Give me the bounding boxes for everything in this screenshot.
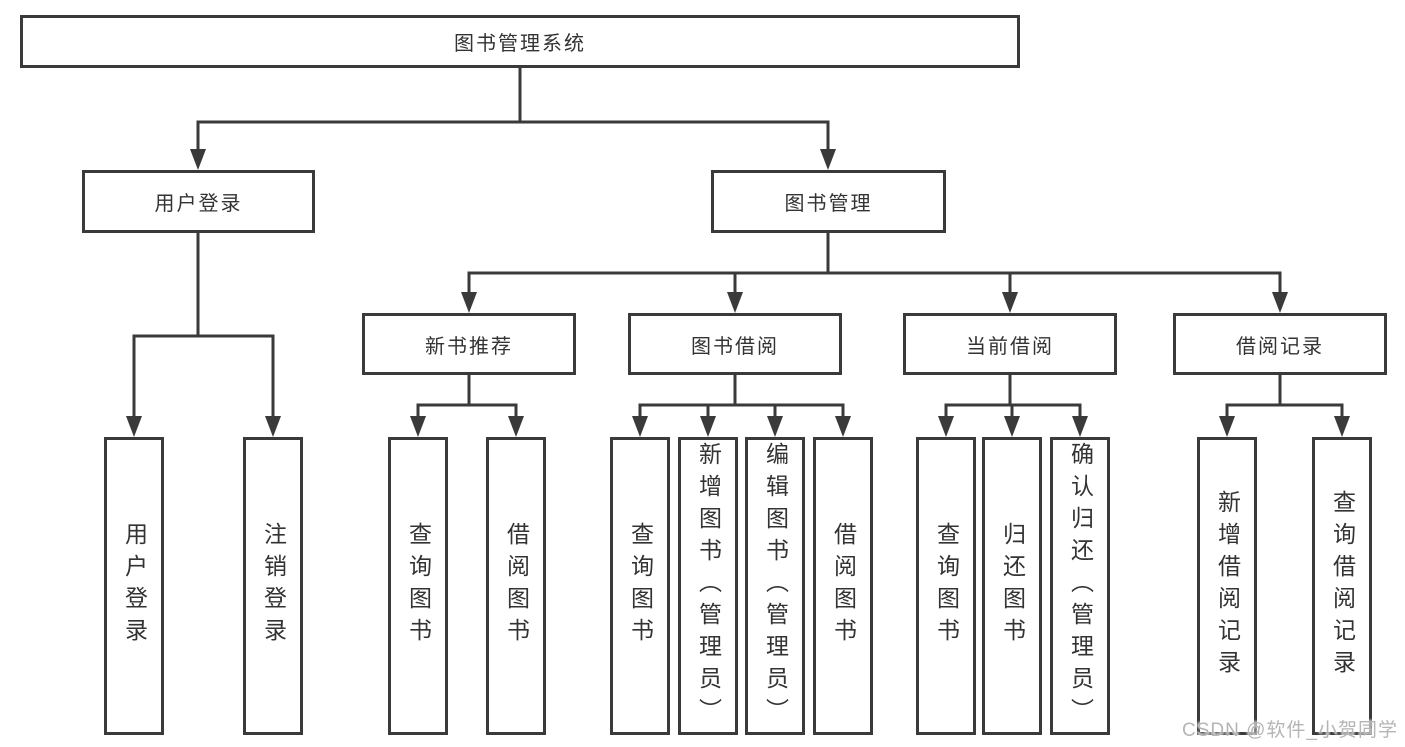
leaf-edit-book-admin-label: 编辑图书（管理员） [762,442,789,730]
leaf-query-borrow-record: 查询借阅记录 [1312,437,1372,735]
connector-root [196,66,830,152]
arrowhead-icon [508,416,524,437]
leaf-add-book-admin-label: 新增图书（管理员） [695,442,722,730]
leaf-logout: 注销登录 [243,437,303,735]
arrowhead-icon [835,416,851,437]
arrowhead-icon [461,292,477,313]
arrowhead-icon [727,292,743,313]
node-new-book-recommend-label: 新书推荐 [425,335,513,358]
leaf-newbooks-query-books-label: 查询图书 [405,522,432,650]
leaf-return-books-label: 归还图书 [999,522,1026,650]
connector-book-borrow [638,373,845,419]
leaf-logout-label: 注销登录 [260,522,287,650]
leaf-borrow-books: 借阅图书 [813,437,873,735]
arrowhead-icon [700,416,716,437]
node-current-borrow: 当前借阅 [903,313,1117,375]
arrowhead-icon [265,416,281,437]
arrowhead-icon [190,149,206,170]
leaf-newbooks-borrow-books-label: 借阅图书 [503,522,530,650]
node-book-management-label: 图书管理 [784,193,873,215]
arrowhead-icon [1272,292,1288,313]
arrowhead-icon [1334,416,1350,437]
leaf-current-query-books: 查询图书 [916,437,976,735]
arrowhead-icon [1002,292,1018,313]
arrowhead-icon [938,416,954,437]
node-book-management: 图书管理 [711,170,946,233]
arrowhead-icon [632,416,648,437]
arrowhead-icon [1004,416,1020,437]
leaf-return-books: 归还图书 [982,437,1042,735]
leaf-add-book-admin: 新增图书（管理员） [678,437,738,735]
node-user-login-label: 用户登录 [154,193,243,215]
node-current-borrow-label: 当前借阅 [966,335,1054,358]
leaf-borrow-query-books: 查询图书 [610,437,670,735]
leaf-newbooks-borrow-books: 借阅图书 [486,437,546,735]
node-borrow-records-label: 借阅记录 [1236,335,1324,358]
connector-new-books [416,373,518,419]
leaf-add-borrow-record: 新增借阅记录 [1197,437,1257,735]
arrowhead-icon [1072,416,1088,437]
leaf-confirm-return-admin-label: 确认归还（管理员） [1067,442,1094,730]
connector-book-mgmt [467,231,1282,296]
arrowhead-icon [1219,416,1235,437]
arrowhead-icon [126,416,142,437]
connector-borrow-records [1225,373,1344,419]
csdn-watermark: CSDN @软件_小贺同学 [1182,720,1398,741]
arrowhead-icon [767,416,783,437]
arrowhead-icon [820,149,836,170]
leaf-add-borrow-record-label: 新增借阅记录 [1214,490,1241,682]
connector-user-login [132,231,275,419]
node-root-label: 图书管理系统 [454,33,586,55]
leaf-query-borrow-record-label: 查询借阅记录 [1329,490,1356,682]
node-user-login: 用户登录 [82,170,315,233]
leaf-user-login-label: 用户登录 [121,522,148,650]
leaf-edit-book-admin: 编辑图书（管理员） [745,437,805,735]
leaf-current-query-books-label: 查询图书 [933,522,960,650]
node-new-book-recommend: 新书推荐 [362,313,576,375]
leaf-confirm-return-admin: 确认归还（管理员） [1050,437,1110,735]
node-borrow-records: 借阅记录 [1173,313,1387,375]
leaf-borrow-books-label: 借阅图书 [830,522,857,650]
arrowhead-icon [410,416,426,437]
leaf-newbooks-query-books: 查询图书 [388,437,448,735]
node-root: 图书管理系统 [20,15,1020,68]
node-book-borrow-label: 图书借阅 [691,335,779,358]
connector-current-borrow [944,373,1082,419]
leaf-user-login: 用户登录 [104,437,164,735]
node-book-borrow: 图书借阅 [628,313,842,375]
leaf-borrow-query-books-label: 查询图书 [627,522,654,650]
